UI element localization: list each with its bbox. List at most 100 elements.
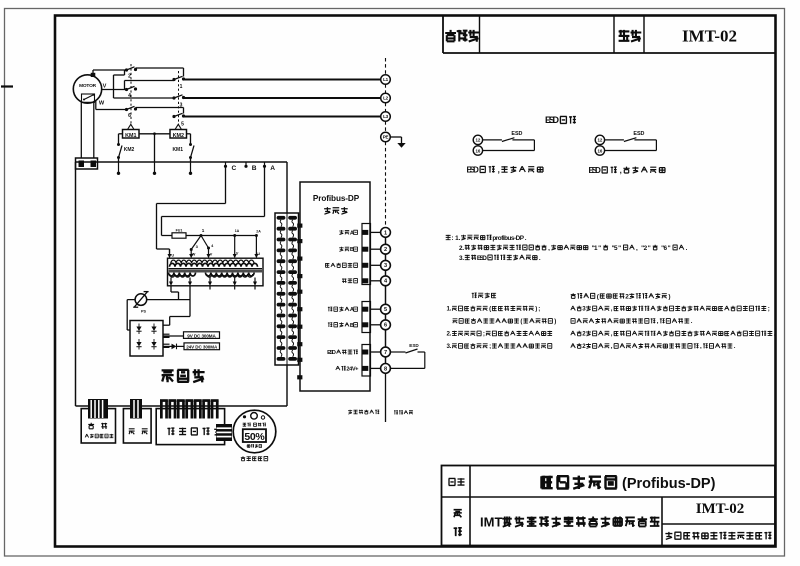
svg-text:KM1: KM1	[125, 133, 136, 139]
svg-text:": "	[618, 245, 621, 252]
svg-text:4: 4	[211, 243, 214, 248]
svg-text:W: W	[192, 253, 196, 257]
svg-text:4: 4	[128, 93, 131, 99]
svg-text:2: 2	[128, 74, 131, 80]
svg-text:Profibus-DP: Profibus-DP	[313, 194, 360, 203]
svg-text:ESD: ESD	[511, 131, 522, 137]
svg-text:": "	[648, 245, 651, 252]
svg-text:A: A	[350, 230, 354, 236]
svg-text:": "	[668, 245, 671, 252]
svg-text:.: .	[525, 235, 527, 242]
svg-text:50%: 50%	[244, 431, 265, 443]
svg-text:1A: 1A	[235, 229, 240, 233]
svg-text:.: .	[539, 255, 541, 262]
svg-text:,: ,	[657, 318, 659, 325]
svg-text:U: U	[257, 252, 260, 256]
svg-text:1: 1	[202, 228, 205, 233]
svg-text:(: (	[520, 318, 523, 325]
svg-text:(: (	[597, 293, 600, 300]
svg-text:3.: 3.	[459, 255, 464, 262]
svg-text:.: .	[686, 245, 688, 252]
svg-text:IMT: IMT	[480, 515, 502, 530]
svg-text:2: 2	[582, 343, 586, 350]
svg-text:4: 4	[384, 279, 388, 285]
svg-text:24V+: 24V+	[346, 366, 359, 372]
svg-text:L3: L3	[383, 114, 389, 119]
svg-text:: 1.: : 1.	[451, 235, 460, 242]
svg-text:;: ;	[489, 343, 491, 350]
svg-text:,: ,	[620, 166, 622, 175]
svg-text:24V DC 300MA: 24V DC 300MA	[186, 344, 218, 349]
svg-text:2: 2	[582, 331, 586, 338]
svg-text:ESD: ESD	[327, 350, 336, 356]
svg-text:,: ,	[498, 165, 500, 174]
svg-text:L1: L1	[383, 77, 389, 82]
svg-text:W: W	[99, 101, 105, 107]
svg-text:V: V	[103, 84, 107, 90]
svg-text:profibus-DP: profibus-DP	[492, 235, 524, 242]
svg-text:6: 6	[128, 113, 131, 119]
svg-text:": "	[592, 245, 595, 252]
svg-text:): )	[535, 306, 537, 313]
svg-text:A: A	[270, 165, 275, 172]
svg-text:U: U	[171, 254, 174, 258]
svg-text:1.: 1.	[447, 306, 452, 313]
svg-text:2: 2	[384, 247, 387, 253]
svg-text:3.: 3.	[447, 343, 452, 350]
svg-text:3: 3	[180, 103, 183, 109]
svg-text:ESD: ESD	[545, 115, 560, 125]
svg-text:): )	[554, 318, 556, 325]
svg-text:ESD: ESD	[589, 166, 602, 175]
svg-text:,: ,	[700, 343, 702, 350]
svg-text:V: V	[236, 252, 239, 256]
svg-text:ESD: ESD	[633, 131, 644, 137]
svg-text:.: .	[691, 318, 693, 325]
svg-text:12: 12	[475, 138, 480, 143]
svg-text:FU1: FU1	[176, 229, 183, 233]
svg-text:V: V	[210, 253, 213, 257]
svg-text:5: 5	[614, 245, 618, 252]
svg-text:,: ,	[611, 331, 613, 338]
svg-text:B: B	[350, 323, 354, 329]
svg-text:ESD: ESD	[467, 165, 480, 174]
svg-text:KM2: KM2	[124, 147, 135, 153]
svg-text:ESD: ESD	[409, 343, 419, 348]
svg-text:ESD: ESD	[477, 255, 487, 262]
svg-text:2.: 2.	[459, 245, 464, 252]
svg-text:(Profibus-DP): (Profibus-DP)	[622, 476, 716, 492]
svg-text:;: ;	[768, 306, 770, 313]
svg-text:;: ;	[483, 331, 485, 338]
svg-text:C: C	[232, 165, 237, 172]
svg-text:6: 6	[384, 323, 387, 329]
svg-text:5: 5	[384, 307, 387, 313]
svg-text:1: 1	[384, 230, 387, 236]
svg-text:5: 5	[181, 122, 184, 128]
svg-text:1: 1	[594, 245, 598, 252]
svg-text:2: 2	[625, 293, 629, 300]
svg-text:16: 16	[475, 148, 480, 153]
svg-text:": "	[661, 245, 664, 252]
svg-text:12: 12	[597, 138, 602, 143]
svg-text:,: ,	[611, 306, 613, 313]
svg-text:9V DC 300MA: 9V DC 300MA	[187, 333, 216, 338]
svg-text:2: 2	[644, 245, 648, 252]
svg-text:": "	[612, 245, 615, 252]
svg-text:L2: L2	[383, 96, 389, 101]
svg-text:,: ,	[548, 245, 550, 252]
svg-text:3: 3	[196, 244, 199, 249]
svg-text:,: ,	[611, 343, 613, 350]
svg-text:16: 16	[597, 148, 602, 153]
svg-text:6: 6	[664, 245, 668, 252]
svg-text:A: A	[350, 307, 354, 313]
svg-text:": "	[598, 245, 601, 252]
svg-text:.: .	[734, 343, 736, 350]
svg-text:2A: 2A	[256, 230, 261, 234]
svg-text:;: ;	[538, 306, 540, 313]
svg-text:MOTOR: MOTOR	[79, 83, 97, 89]
svg-text:": "	[641, 245, 644, 252]
svg-text:(: (	[489, 306, 492, 313]
svg-text:2.: 2.	[447, 331, 452, 338]
svg-text:7: 7	[384, 350, 387, 356]
svg-text:,: ,	[636, 245, 638, 252]
svg-text:PE: PE	[383, 135, 389, 140]
